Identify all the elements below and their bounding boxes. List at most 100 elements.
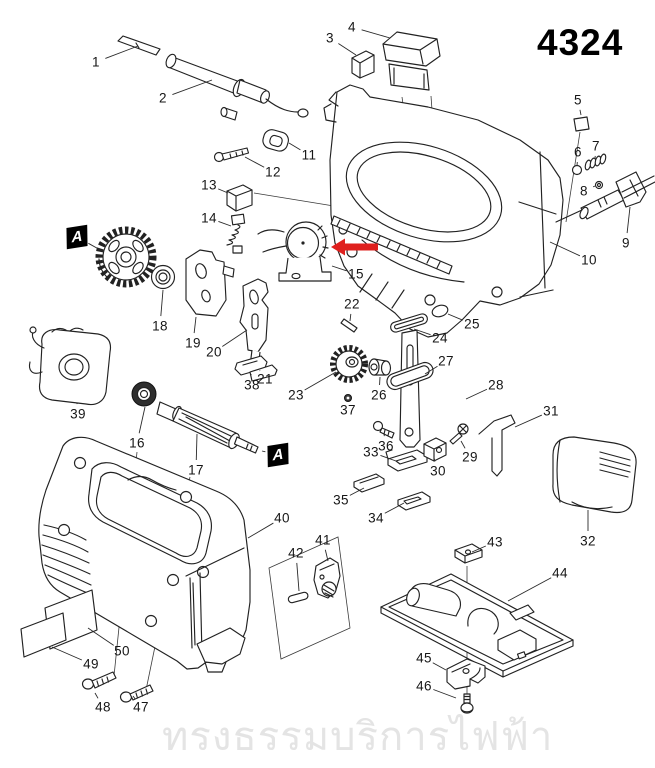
part-label-45: 45 (416, 650, 432, 666)
part-21-art (249, 364, 278, 382)
part-label-24: 24 (432, 330, 448, 346)
part-48-art (81, 671, 117, 690)
watermark-text: ทรงธรรมบริการไฟฟ้า (162, 715, 554, 759)
part-label-43: 43 (487, 534, 503, 550)
red-pointer-arrow (331, 238, 378, 256)
part-11-art (262, 129, 289, 152)
part-22-art (340, 318, 358, 333)
part-47-art (119, 684, 154, 703)
part-40-art (38, 436, 251, 673)
part-30-art (423, 437, 447, 462)
part-8-art (594, 180, 604, 190)
part-label-9: 9 (622, 235, 630, 251)
gear-art (95, 226, 157, 288)
part-45-art (446, 658, 486, 690)
part-label-11: 11 (301, 147, 317, 163)
part-43-art (454, 543, 483, 564)
part-44-art (380, 573, 574, 678)
part-12-art (213, 147, 250, 163)
part-16-art (131, 381, 157, 407)
part-18-art (150, 264, 176, 290)
part-label-30: 30 (430, 463, 446, 479)
part-label-31: 31 (543, 403, 559, 419)
part-23-art (330, 345, 368, 383)
part-label-25: 25 (464, 316, 480, 332)
part-label-8: 8 (580, 183, 588, 199)
part-label-12: 12 (265, 164, 281, 180)
model-number-title: 4324 (537, 22, 624, 63)
part-label-23: 23 (288, 387, 304, 403)
part-label-47: 47 (133, 699, 149, 715)
part-label-21: 21 (257, 371, 273, 387)
part-39-art (28, 326, 112, 406)
part-1-art (117, 35, 161, 56)
part-33-art (385, 449, 428, 472)
part-34-art (397, 491, 431, 511)
part-label-5: 5 (574, 92, 582, 108)
part-label-44: 44 (552, 565, 568, 581)
part-label-19: 19 (185, 335, 201, 351)
part-label-29: 29 (462, 449, 478, 465)
part-label-41: 41 (315, 532, 331, 548)
part-label-33: 33 (363, 444, 379, 460)
part-2-art (165, 53, 309, 121)
part-3-art (351, 50, 375, 79)
part-label-6: 6 (574, 144, 582, 160)
part-46-art (460, 693, 474, 714)
part-label-15: 15 (348, 266, 364, 282)
part-label-50: 50 (114, 643, 130, 659)
part-24-art (390, 313, 428, 333)
part-label-17: 17 (188, 462, 204, 478)
part-13-art (226, 184, 253, 212)
part-17-art (156, 401, 259, 454)
part-label-28: 28 (488, 377, 504, 393)
part-label-38: 38 (244, 377, 260, 393)
part-label-1: 1 (92, 54, 100, 70)
part-label-7: 7 (592, 138, 600, 154)
part-label-13: 13 (201, 177, 217, 193)
part-label-37: 37 (340, 402, 356, 418)
part-label-42: 42 (288, 545, 304, 561)
part-label-39: 39 (70, 406, 86, 422)
part-label-27: 27 (438, 353, 454, 369)
part-14-art (226, 213, 246, 254)
housing-art (323, 84, 564, 338)
part-7-art (584, 153, 607, 171)
part-42-art (287, 591, 309, 604)
part-49-art (20, 612, 67, 658)
part-label-4: 4 (348, 19, 356, 35)
part-label-34: 34 (368, 510, 384, 526)
part-label-46: 46 (416, 678, 432, 694)
part-9-art (555, 171, 655, 223)
part-label-3: 3 (326, 30, 334, 46)
part-15-art (257, 221, 332, 282)
part-5-art (573, 116, 590, 132)
part-26-art (368, 358, 392, 376)
part-4-art (382, 31, 441, 91)
part-label-49: 49 (83, 656, 99, 672)
part-label-10: 10 (581, 252, 597, 268)
part-36-art (372, 420, 395, 439)
part-label-36: 36 (378, 438, 394, 454)
part-label-20: 20 (206, 344, 222, 360)
view-marker-A-1: A (66, 224, 88, 250)
part-label-26: 26 (371, 387, 387, 403)
part-label-48: 48 (95, 699, 111, 715)
part-32-art (552, 436, 637, 514)
part-label-35: 35 (333, 492, 349, 508)
part-35-art (353, 473, 385, 493)
part-label-32: 32 (580, 533, 596, 549)
part-label-18: 18 (152, 318, 168, 334)
part-label-40: 40 (274, 510, 290, 526)
part-27-art (386, 329, 434, 448)
part-19-art (185, 249, 235, 317)
part-25-art (431, 304, 449, 318)
part-37-art (344, 394, 352, 402)
part-29-art (449, 423, 469, 445)
part-label-22: 22 (344, 296, 360, 312)
part-label-2: 2 (159, 90, 167, 106)
part-label-16: 16 (129, 435, 145, 451)
part-41-art (313, 557, 341, 599)
